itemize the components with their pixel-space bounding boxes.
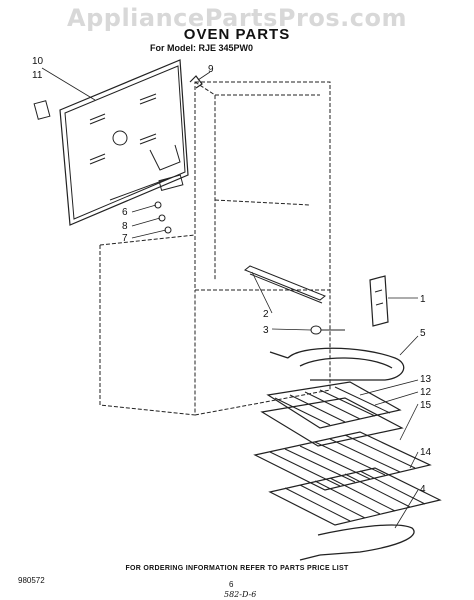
callout-5: 5 <box>420 328 426 339</box>
callout-6: 6 <box>122 207 128 218</box>
terminal-block <box>369 275 389 327</box>
callout-3: 3 <box>263 325 269 336</box>
callout-15: 15 <box>420 400 432 411</box>
watermark: AppliancePartsPros.com <box>67 4 407 32</box>
callout-2: 2 <box>263 309 269 320</box>
leader-lines <box>41 67 419 529</box>
bracket <box>244 265 326 301</box>
oven-rack-upper <box>253 431 432 491</box>
model-line: For Model: RJE 345PW0 <box>150 43 254 53</box>
nut <box>310 325 322 335</box>
oven-rack-lower <box>268 467 442 526</box>
clip <box>189 75 203 89</box>
callout-4: 4 <box>420 484 426 495</box>
page-number: 6 <box>229 580 234 589</box>
broil-pan <box>260 381 404 447</box>
back-panel <box>59 59 189 226</box>
broil-element <box>299 524 415 561</box>
callout-1: 1 <box>420 294 426 305</box>
document-number: 980572 <box>18 576 45 585</box>
callout-labels: 10 11 9 6 8 7 2 3 1 5 13 12 15 14 4 <box>32 56 432 495</box>
callout-9: 9 <box>208 64 214 75</box>
callout-8: 8 <box>122 221 128 232</box>
callout-13: 13 <box>420 374 432 385</box>
callout-10: 10 <box>32 56 44 67</box>
oven-cabinet <box>99 81 331 416</box>
page-title: OVEN PARTS <box>183 26 291 43</box>
plate <box>33 100 51 120</box>
handwritten-note: 582-D-6 <box>224 590 257 599</box>
ordering-instruction: FOR ORDERING INFORMATION REFER TO PARTS … <box>125 565 349 572</box>
callout-7: 7 <box>122 233 128 244</box>
bake-element <box>269 347 405 381</box>
callout-11: 11 <box>32 70 43 81</box>
callout-12: 12 <box>420 387 432 398</box>
callout-14: 14 <box>420 447 432 458</box>
